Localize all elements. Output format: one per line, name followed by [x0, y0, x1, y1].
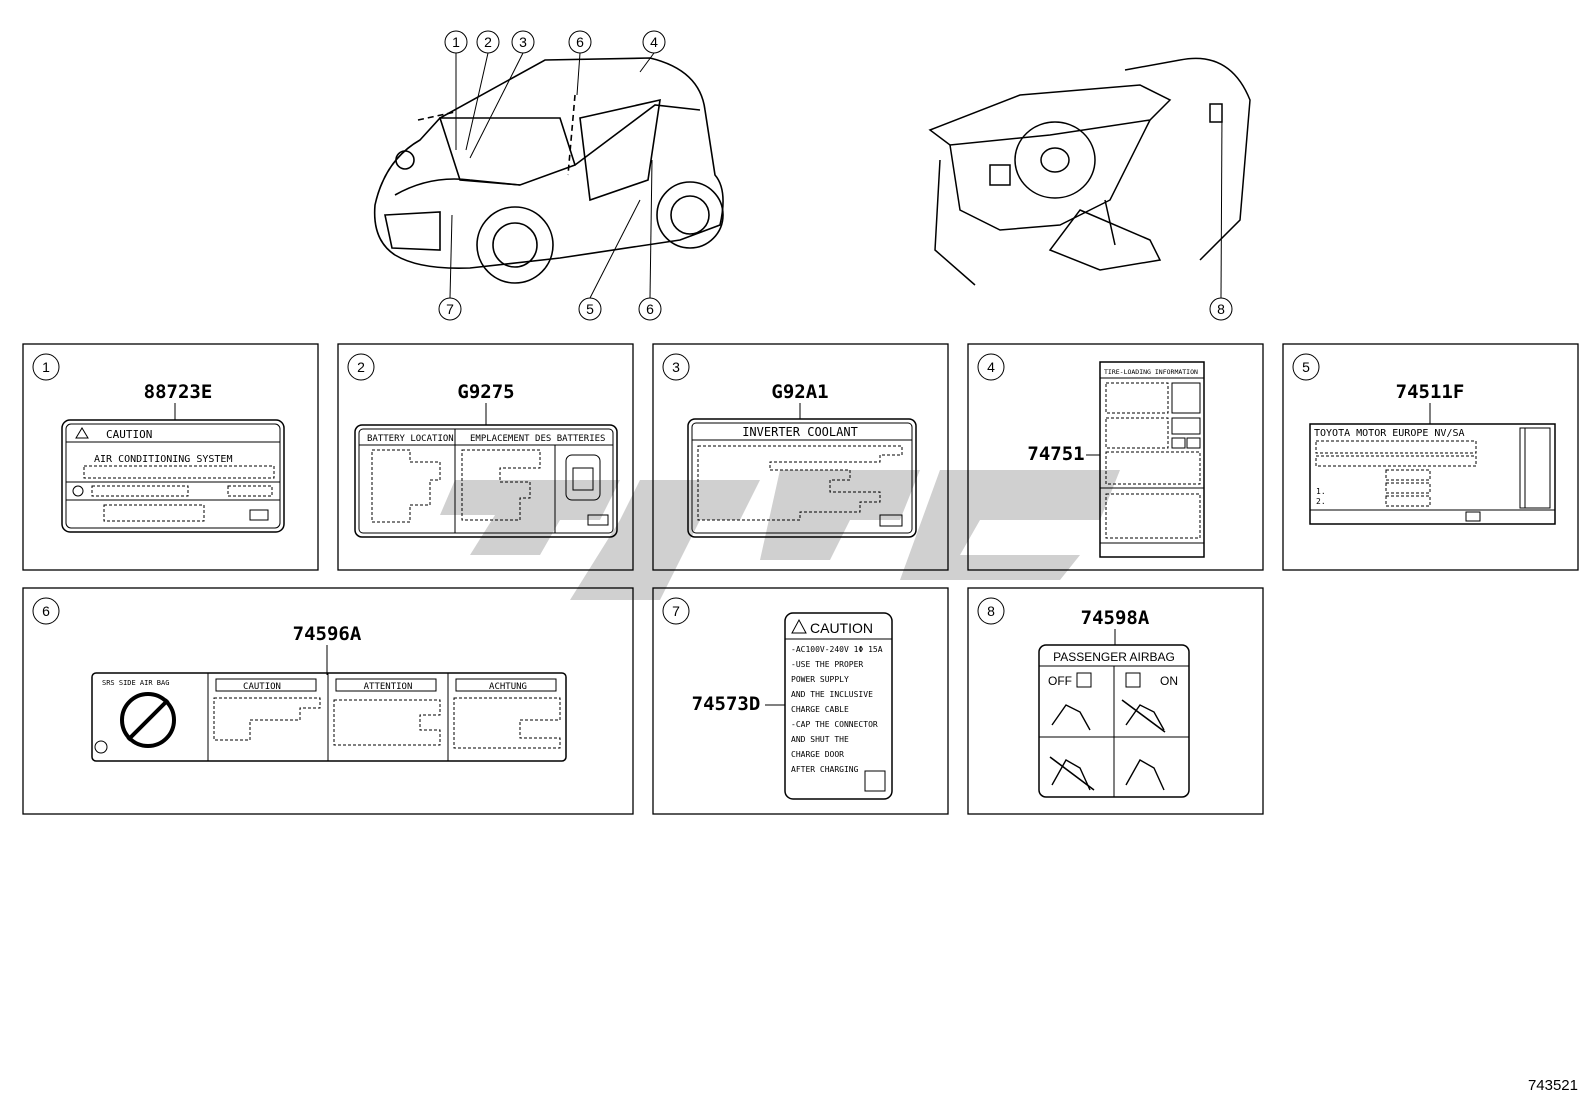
panel-numbers: 1 2 3 4 5 6 7 8	[32, 353, 1320, 625]
panel-3-number: 3	[662, 353, 690, 381]
panel-5-label: 74511F TOYOTA MOTOR EUROPE NV/SA 1. 2.	[1309, 381, 1556, 525]
overview-callouts: 1 2 3 6 4 7 5 6 8	[438, 30, 1233, 321]
svg-text:4: 4	[650, 34, 658, 50]
svg-text:7: 7	[446, 301, 454, 317]
part-number-74573D: 74573D	[692, 693, 761, 715]
car-illustration	[373, 57, 724, 284]
svg-text:OFF: OFF	[1048, 674, 1072, 688]
svg-text:EMPLACEMENT DES BATTERIES: EMPLACEMENT DES BATTERIES	[470, 434, 605, 444]
svg-text:6: 6	[646, 301, 654, 317]
svg-text:3: 3	[519, 34, 527, 50]
panel-8-number: 8	[977, 597, 1005, 625]
svg-text:7: 7	[672, 603, 680, 619]
svg-text:6: 6	[42, 603, 50, 619]
panel-1-number: 1	[32, 353, 60, 381]
svg-text:CAUTION: CAUTION	[106, 428, 152, 441]
panel-3-label: G92A1 INVERTER COOLANT	[687, 381, 917, 538]
svg-text:TOYOTA MOTOR EUROPE NV/SA: TOYOTA MOTOR EUROPE NV/SA	[1314, 428, 1465, 439]
part-number-88723E: 88723E	[144, 381, 213, 403]
svg-text:CHARGE CABLE: CHARGE CABLE	[791, 705, 849, 714]
callout-7-bottom: 7	[438, 214, 462, 321]
svg-text:1.: 1.	[1316, 487, 1326, 496]
callout-6-bottom: 6	[638, 159, 662, 321]
part-number-74596A: 74596A	[293, 623, 362, 645]
svg-text:-CAP THE CONNECTOR: -CAP THE CONNECTOR	[791, 720, 878, 729]
callout-6-top: 6	[568, 30, 592, 96]
svg-text:AIR CONDITIONING SYSTEM: AIR CONDITIONING SYSTEM	[94, 454, 232, 465]
svg-text:4: 4	[987, 359, 995, 375]
svg-text:POWER SUPPLY: POWER SUPPLY	[791, 675, 849, 684]
panel-2-number: 2	[347, 353, 375, 381]
svg-text:3: 3	[672, 359, 680, 375]
svg-text:AND SHUT THE: AND SHUT THE	[791, 735, 849, 744]
svg-text:-USE THE PROPER: -USE THE PROPER	[791, 660, 863, 669]
panel-7-number: 7	[662, 597, 690, 625]
svg-text:-AC100V-240V 1Φ 15A: -AC100V-240V 1Φ 15A	[791, 645, 883, 654]
svg-text:CAUTION: CAUTION	[243, 682, 281, 692]
page-number: 743521	[1528, 1077, 1578, 1094]
svg-text:AFTER CHARGING: AFTER CHARGING	[791, 765, 859, 774]
callout-8-bottom: 8	[1209, 111, 1233, 321]
callout-5-bottom: 5	[578, 199, 641, 321]
panel-4-label: 74751 TIRE-LOADING INFORMATION	[1027, 361, 1205, 558]
svg-text:2: 2	[484, 34, 492, 50]
callout-4-top: 4	[639, 30, 666, 73]
part-number-74511F: 74511F	[1396, 381, 1465, 403]
panel-6-label: 74596A SRS SIDE AIR BAG CAUTION ATTENTIO…	[91, 623, 567, 762]
callout-3-top: 3	[469, 30, 535, 159]
panel-4-number: 4	[977, 353, 1005, 381]
panel-7-label: 74573D CAUTION -AC100V-240V 1Φ 15A -USE …	[692, 612, 893, 800]
svg-text:8: 8	[987, 603, 995, 619]
svg-text:TIRE-LOADING INFORMATION: TIRE-LOADING INFORMATION	[1104, 368, 1198, 376]
svg-text:1: 1	[42, 359, 50, 375]
part-number-G9275: G9275	[457, 381, 514, 403]
svg-text:2: 2	[357, 359, 365, 375]
part-number-G92A1: G92A1	[771, 381, 828, 403]
svg-text:ATTENTION: ATTENTION	[364, 682, 413, 692]
panel-5-number: 5	[1292, 353, 1320, 381]
svg-text:BATTERY LOCATION: BATTERY LOCATION	[367, 434, 454, 444]
callout-2-top: 2	[465, 30, 500, 151]
svg-text:CHARGE DOOR: CHARGE DOOR	[791, 750, 844, 759]
watermark	[440, 470, 1120, 600]
svg-text:CAUTION: CAUTION	[810, 620, 873, 636]
panel-1-label: 88723E CAUTION AIR CONDITIONING SYSTEM	[61, 381, 285, 533]
svg-text:ACHTUNG: ACHTUNG	[489, 682, 527, 692]
svg-text:2.: 2.	[1316, 497, 1326, 506]
part-number-74751: 74751	[1027, 443, 1084, 465]
part-number-74598A: 74598A	[1081, 607, 1150, 629]
svg-text:SRS SIDE AIR BAG: SRS SIDE AIR BAG	[102, 679, 169, 687]
svg-text:8: 8	[1217, 301, 1225, 317]
callout-1-top: 1	[444, 30, 468, 150]
svg-text:5: 5	[586, 301, 594, 317]
panel-frames	[22, 343, 1579, 815]
interior-illustration	[928, 57, 1251, 286]
svg-text:PASSENGER AIRBAG: PASSENGER AIRBAG	[1053, 650, 1175, 664]
svg-text:INVERTER COOLANT: INVERTER COOLANT	[742, 425, 858, 439]
svg-text:AND THE INCLUSIVE: AND THE INCLUSIVE	[791, 690, 873, 699]
svg-text:1: 1	[452, 34, 460, 50]
svg-text:5: 5	[1302, 359, 1310, 375]
svg-text:ON: ON	[1160, 674, 1178, 688]
svg-text:6: 6	[576, 34, 584, 50]
panel-6-number: 6	[32, 597, 60, 625]
panel-2-label: G9275 BATTERY LOCATION EMPLACEMENT DES B…	[354, 381, 618, 538]
panel-8-label: 74598A PASSENGER AIRBAG OFF ON	[1038, 607, 1190, 798]
